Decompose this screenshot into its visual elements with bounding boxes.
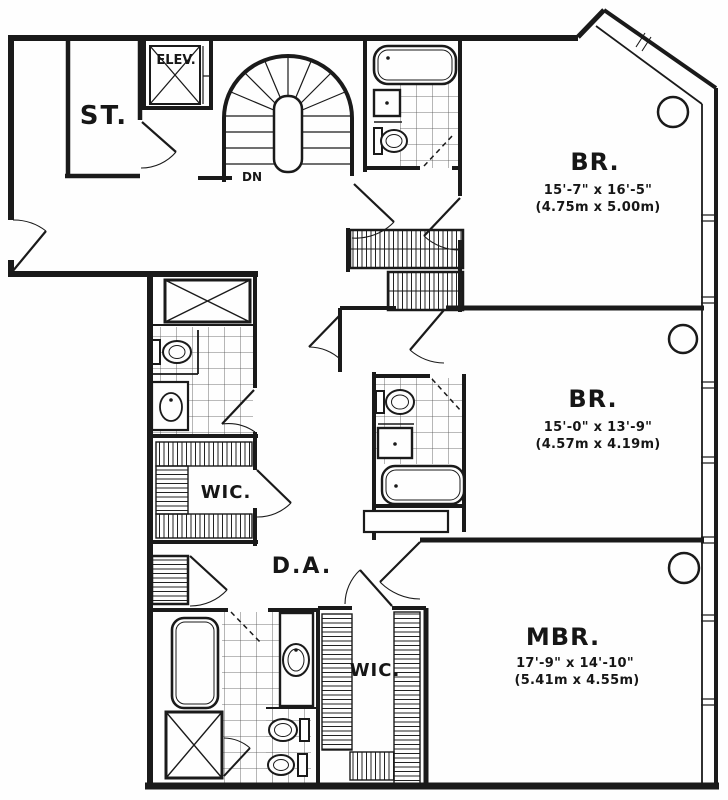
wic-hall-label: WIC. xyxy=(201,482,252,503)
bidet xyxy=(267,753,308,777)
stair-direction-label: DN xyxy=(242,170,262,184)
closet-shelving xyxy=(155,513,253,539)
wic-door xyxy=(359,569,393,607)
bathtub xyxy=(372,44,458,86)
bathtub xyxy=(170,616,220,710)
bedroom2-dims-imperial: 15'-0" x 13'-9" xyxy=(544,420,653,435)
sink xyxy=(150,380,190,432)
closet-door xyxy=(189,555,228,591)
storage-door xyxy=(141,121,177,153)
wic-master-label: WIC. xyxy=(350,660,401,681)
elevator-x-icon xyxy=(149,45,201,105)
toilet xyxy=(151,339,192,365)
entry-door xyxy=(11,219,47,273)
storage-label: ST. xyxy=(80,101,128,131)
toilet xyxy=(268,718,310,742)
tiled-floors xyxy=(152,84,464,784)
master-bedroom-label: MBR. xyxy=(526,623,600,651)
bedroom1-label: BR. xyxy=(570,148,619,176)
bathroom-top xyxy=(363,38,462,312)
bedroom-1: BR. 15'-7" x 16'-5" (4.75m x 5.00m) xyxy=(535,95,690,215)
master-bedroom: MBR. 17'-9" x 14'-10" (5.41m x 4.55m) xyxy=(514,551,701,688)
bathroom-door-swing xyxy=(230,611,262,644)
bathroom-left xyxy=(150,271,258,546)
master-bedroom-dims-metric: (5.41m x 4.55m) xyxy=(514,673,639,688)
bedroom1-dims-metric: (4.75m x 5.00m) xyxy=(535,200,660,215)
column xyxy=(656,95,690,129)
stair-inner-rail xyxy=(272,94,304,174)
wic-master: WIC. xyxy=(316,569,429,786)
column xyxy=(667,551,701,585)
toilet-door xyxy=(223,747,251,777)
toilet xyxy=(375,389,415,415)
stair-treads xyxy=(224,54,352,165)
dressing-area-label: D.A. xyxy=(272,554,332,579)
closet-shelving xyxy=(155,465,189,515)
closet-shelving xyxy=(321,613,353,751)
spiral-staircase: DN xyxy=(198,54,354,184)
bedroom-2: BR. 15'-0" x 13'-9" (4.57m x 4.19m) xyxy=(535,323,699,452)
master-bedroom-dims-imperial: 17'-9" x 14'-10" xyxy=(516,656,634,671)
column xyxy=(667,323,699,355)
exterior-walls xyxy=(8,35,719,790)
bathroom-door xyxy=(221,389,255,425)
master-bathroom xyxy=(150,608,318,780)
elevator-car xyxy=(149,45,201,105)
hall-closets xyxy=(346,228,465,312)
bathroom-door-swing xyxy=(423,134,454,167)
bedroom2-dims-metric: (4.57m x 4.19m) xyxy=(535,437,660,452)
wic-door xyxy=(256,469,292,504)
window-wall xyxy=(576,8,718,786)
bedroom2-door xyxy=(409,309,445,351)
window-mullion-ticks xyxy=(701,214,717,706)
bedroom2-label: BR. xyxy=(568,385,617,413)
stair-outer-wall xyxy=(222,54,354,182)
sink xyxy=(376,426,414,460)
toilet xyxy=(373,127,408,155)
bedroom1-dims-imperial: 15'-7" x 16'-5" xyxy=(544,183,653,198)
elevator-label: ELEV. xyxy=(156,53,195,68)
elevator: ELEV. xyxy=(142,40,213,110)
dressing-area: D.A. xyxy=(150,554,332,607)
master-bedroom-door xyxy=(379,541,421,583)
closet-shelving xyxy=(393,611,421,785)
bathroom-door-swing xyxy=(431,378,462,412)
dressing-area-door xyxy=(308,313,342,348)
bedroom-divider-walls xyxy=(308,305,704,372)
bathroom-2 xyxy=(362,372,466,540)
vanity-sink xyxy=(278,611,315,708)
closet-shelving xyxy=(155,441,253,467)
built-in-bench xyxy=(362,509,450,534)
master-divider xyxy=(379,537,704,600)
storage-room: ST. xyxy=(65,38,177,179)
bathtub xyxy=(380,464,466,506)
closet-shelving xyxy=(349,751,395,781)
wic-hall: WIC. xyxy=(155,441,292,539)
linen-closet xyxy=(150,554,190,606)
corridor-doors xyxy=(351,183,461,251)
